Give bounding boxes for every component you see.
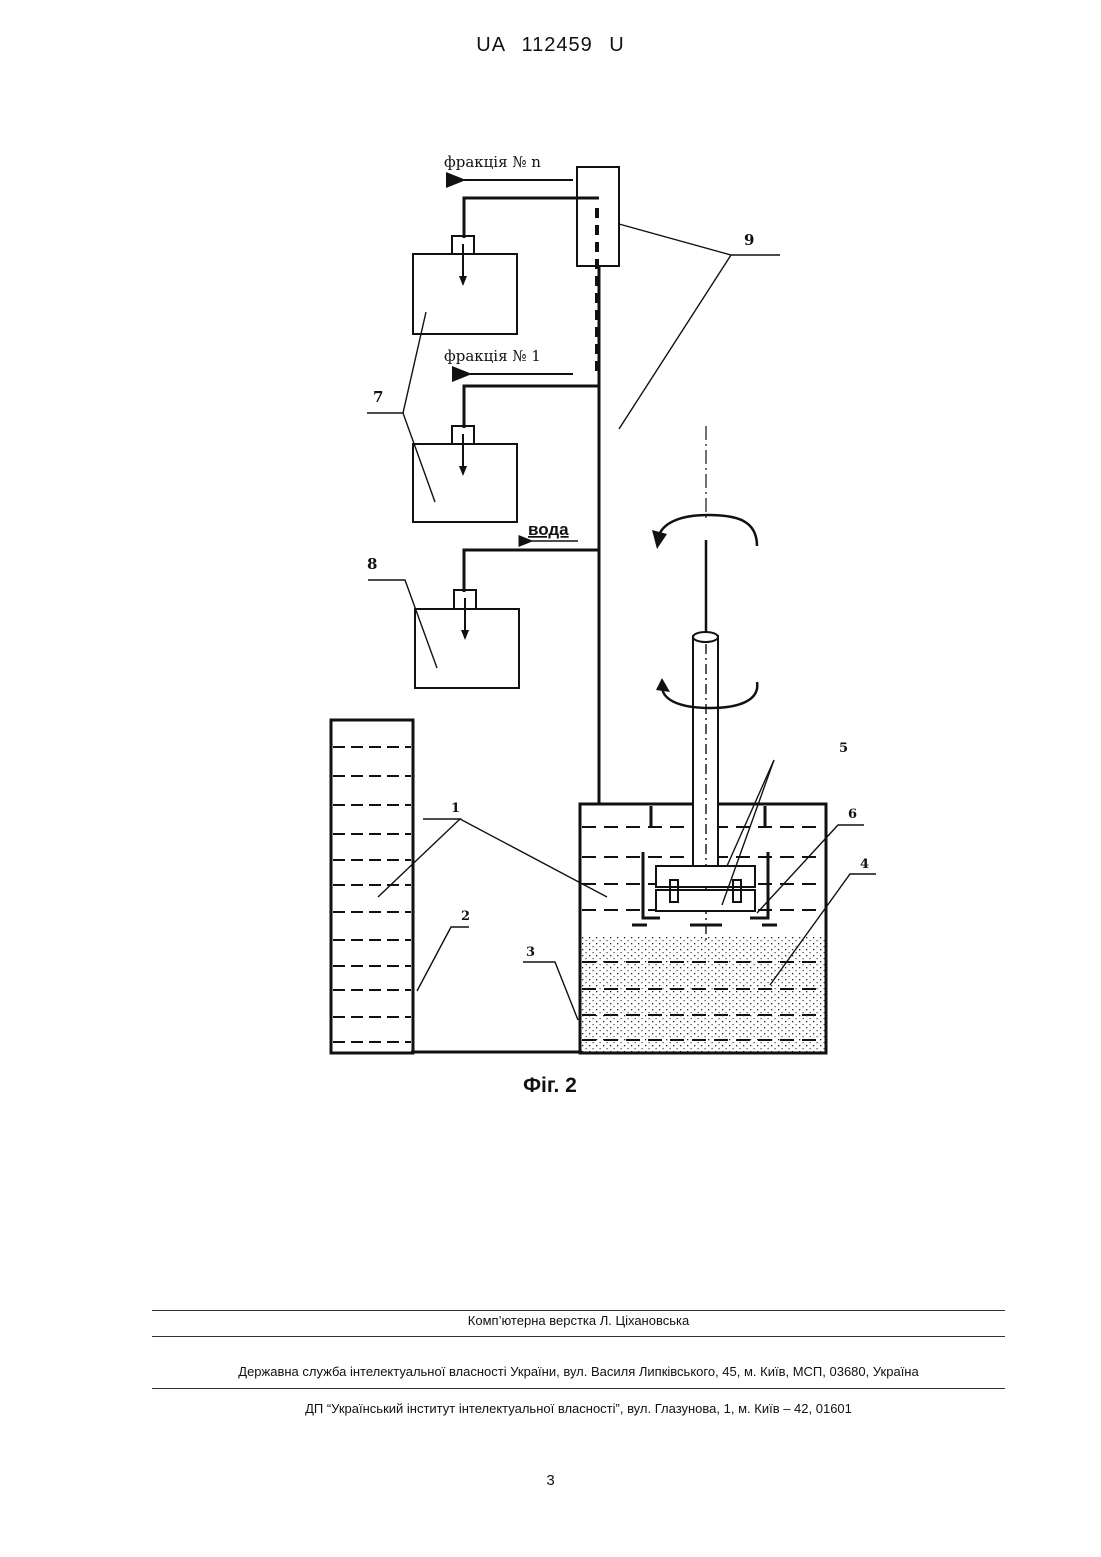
footer-rule-3 [152,1388,1005,1389]
page-number: 3 [0,1472,1101,1489]
receiver-fraction-n [413,236,517,334]
leader-lines [367,224,876,1020]
footer-rule-1 [152,1310,1005,1311]
layout-credit: Комп’ютерна верстка Л. Ціхановська [152,1313,1005,1328]
figure-caption: Фіг. 2 [500,1074,600,1098]
ref-3: 3 [526,945,535,960]
ref-1: 1 [451,801,460,816]
ref-2: 2 [461,909,470,924]
ref-8: 8 [367,555,377,573]
label-fraction-1: фракція № 1 [444,347,541,365]
fraction-1-line [464,374,599,428]
ref-6: 6 [848,807,857,822]
institute-address: ДП “Український інститут інтелектуальної… [152,1401,1005,1416]
water-line [464,541,599,592]
agency-address: Державна служба інтелектуальної власност… [152,1364,1005,1379]
ref-4: 4 [860,857,869,872]
receiver-fraction-1 [413,426,517,522]
rotation-arrow-top [652,515,757,549]
ref-7: 7 [373,388,383,406]
label-fraction-n: фракція № n [444,153,541,171]
label-water: вода [528,520,569,539]
ref-9: 9 [744,231,754,249]
ref-5: 5 [839,741,848,756]
fraction-n-line [464,180,599,238]
stirrer-assembly [632,426,777,944]
footer-rule-2 [152,1336,1005,1337]
supply-vessel [331,720,413,1053]
fraction-column [577,167,619,804]
receiver-water [415,590,519,688]
